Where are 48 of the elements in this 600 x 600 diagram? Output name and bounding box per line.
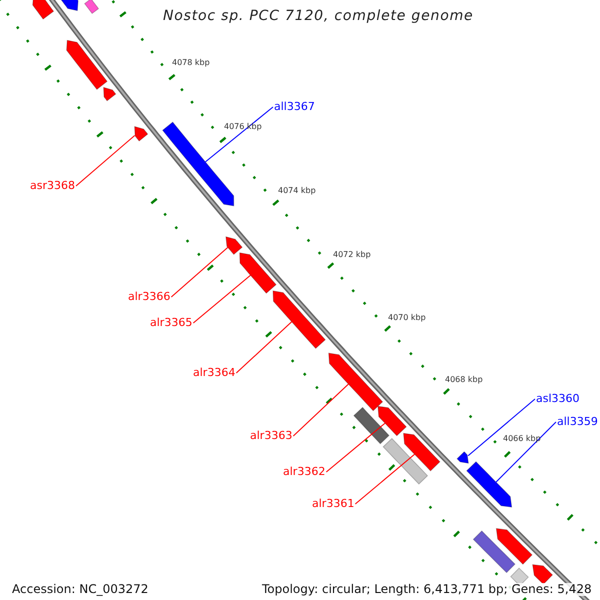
- feature-bar: [353, 406, 390, 444]
- gene-label: alr3363: [250, 430, 292, 442]
- gene-feature: [239, 252, 277, 294]
- gene-label: alr3362: [283, 466, 326, 478]
- gene-feature: [532, 564, 554, 585]
- gene-feature: [272, 290, 326, 349]
- gene-label: asl3360: [536, 393, 580, 406]
- leader-line: [292, 384, 349, 436]
- feature-bar: [382, 438, 428, 485]
- feature-bar: [472, 530, 516, 574]
- leader-line: [354, 454, 416, 504]
- gene-feature: [66, 40, 108, 90]
- gene-feature: [466, 461, 512, 508]
- leader-line: [468, 398, 536, 456]
- leader-line: [192, 274, 251, 324]
- accession-text: Accession: NC_003272: [10, 583, 150, 596]
- scale-label: 4078 kbp: [172, 59, 210, 68]
- gene-feature: [134, 126, 148, 142]
- gene-feature: [225, 236, 243, 255]
- gene-feature: [103, 86, 116, 102]
- gene-label: alr3365: [150, 317, 192, 330]
- scale-label: 4070 kbp: [388, 314, 426, 323]
- leader-line: [170, 246, 228, 298]
- scale-label: 4066 kbp: [503, 435, 541, 444]
- scale-label: 4076 kbp: [224, 123, 262, 132]
- leader-line: [76, 135, 136, 186]
- scale-label: 4074 kbp: [278, 187, 316, 196]
- leader-line: [326, 422, 386, 472]
- title: Nostoc sp. PCC 7120, complete genome: [163, 9, 474, 24]
- scale-label: 4072 kbp: [333, 251, 371, 260]
- scale-label: 4068 kbp: [445, 376, 483, 385]
- gene-label: asr3368: [30, 180, 75, 192]
- leader-line: [204, 106, 274, 162]
- gene-feature: [456, 451, 469, 464]
- gene-label: all3359: [557, 416, 598, 428]
- gene-label: alr3364: [193, 367, 236, 380]
- gene-feature: [32, 0, 54, 20]
- feature-bar: [84, 0, 100, 14]
- gene-label: all3367: [274, 101, 315, 114]
- gene-label: alr3366: [128, 291, 170, 304]
- gene-feature: [403, 432, 440, 472]
- gene-feature: [496, 528, 533, 565]
- leader-line: [236, 321, 292, 374]
- genome-summary: Topology: circular; Length: 6,413,771 bp; Genes: 5,428: [260, 583, 594, 596]
- leader-line: [496, 422, 556, 483]
- gene-label: alr3361: [312, 498, 354, 510]
- gene-feature: [328, 352, 384, 412]
- gene-feature: [377, 406, 407, 436]
